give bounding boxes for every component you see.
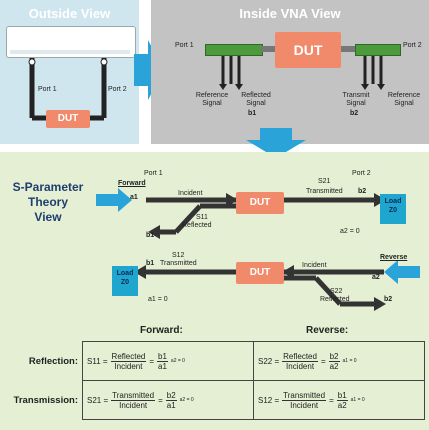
inside-signal-arrows xyxy=(219,56,385,90)
outside-dut-box: DUT xyxy=(46,110,90,128)
reverse-a2: a2 xyxy=(372,274,380,281)
inside-port2-label: Port 2 xyxy=(403,42,422,49)
transmit-signal-label: Transmit Signal xyxy=(342,92,370,107)
reflected-signal-label: Reflected Signal xyxy=(241,92,271,107)
forward-b1: b1 xyxy=(146,232,155,239)
inside-dut-box: DUT xyxy=(275,32,341,68)
reverse-a1-zero: a1 = 0 xyxy=(148,296,168,303)
forward-a2-zero: a2 = 0 xyxy=(340,228,360,235)
reverse-b1: b1 xyxy=(146,260,155,267)
forward-label: Forward xyxy=(118,180,146,187)
forward-a1: a1 xyxy=(130,194,138,201)
vna-front-panel xyxy=(10,50,130,54)
theory-diagram xyxy=(96,188,420,311)
outside-view-title: Outside View xyxy=(28,6,111,21)
forward-b2: b2 xyxy=(358,188,367,195)
reverse-transmitted: Transmitted xyxy=(160,260,197,267)
ref-signal-left-label: Reference Signal xyxy=(195,92,229,107)
inside-view-panel xyxy=(151,0,429,144)
reverse-reflected: Reflected xyxy=(320,296,350,303)
reflection-label: Reflection: xyxy=(28,355,78,367)
inside-view-title: Inside VNA View xyxy=(239,6,341,21)
outside-port1-label: Port 1 xyxy=(38,86,57,93)
reverse-s22: S22 xyxy=(330,288,343,295)
transmit-var-label: b2 xyxy=(350,110,359,117)
theory-port1-label: Port 1 xyxy=(144,170,163,177)
reverse-label: Reverse xyxy=(380,254,408,261)
reverse-b2: b2 xyxy=(384,296,393,303)
forward-transmitted: Transmitted xyxy=(306,188,343,195)
reverse-column-header: Reverse: xyxy=(306,325,349,336)
port2-coupler xyxy=(355,44,401,56)
forward-s21: S21 xyxy=(318,178,331,185)
outside-cables xyxy=(28,58,108,121)
outside-port2-label: Port 2 xyxy=(108,86,127,93)
transmission-label: Transmission: xyxy=(13,394,78,406)
ref-signal-right-label: Reference Signal xyxy=(387,92,421,107)
reverse-incident: Incident xyxy=(302,262,327,269)
arrow-down-icon xyxy=(246,128,306,158)
forward-dut-box: DUT xyxy=(236,192,284,214)
reflected-var-label: b1 xyxy=(248,110,257,117)
reverse-s12: S12 xyxy=(172,252,185,259)
reverse-dut-box: DUT xyxy=(236,262,284,284)
forward-incident: Incident xyxy=(178,190,203,197)
arrow-right-icon xyxy=(134,40,164,100)
forward-reflected: Reflected xyxy=(182,222,212,229)
forward-s11: S11 xyxy=(196,214,208,221)
theory-title: S-Parameter Theory View xyxy=(12,180,84,224)
inside-port1-label: Port 1 xyxy=(175,42,194,49)
forward-column-header: Forward: xyxy=(140,325,183,336)
theory-port2-label: Port 2 xyxy=(352,170,371,177)
